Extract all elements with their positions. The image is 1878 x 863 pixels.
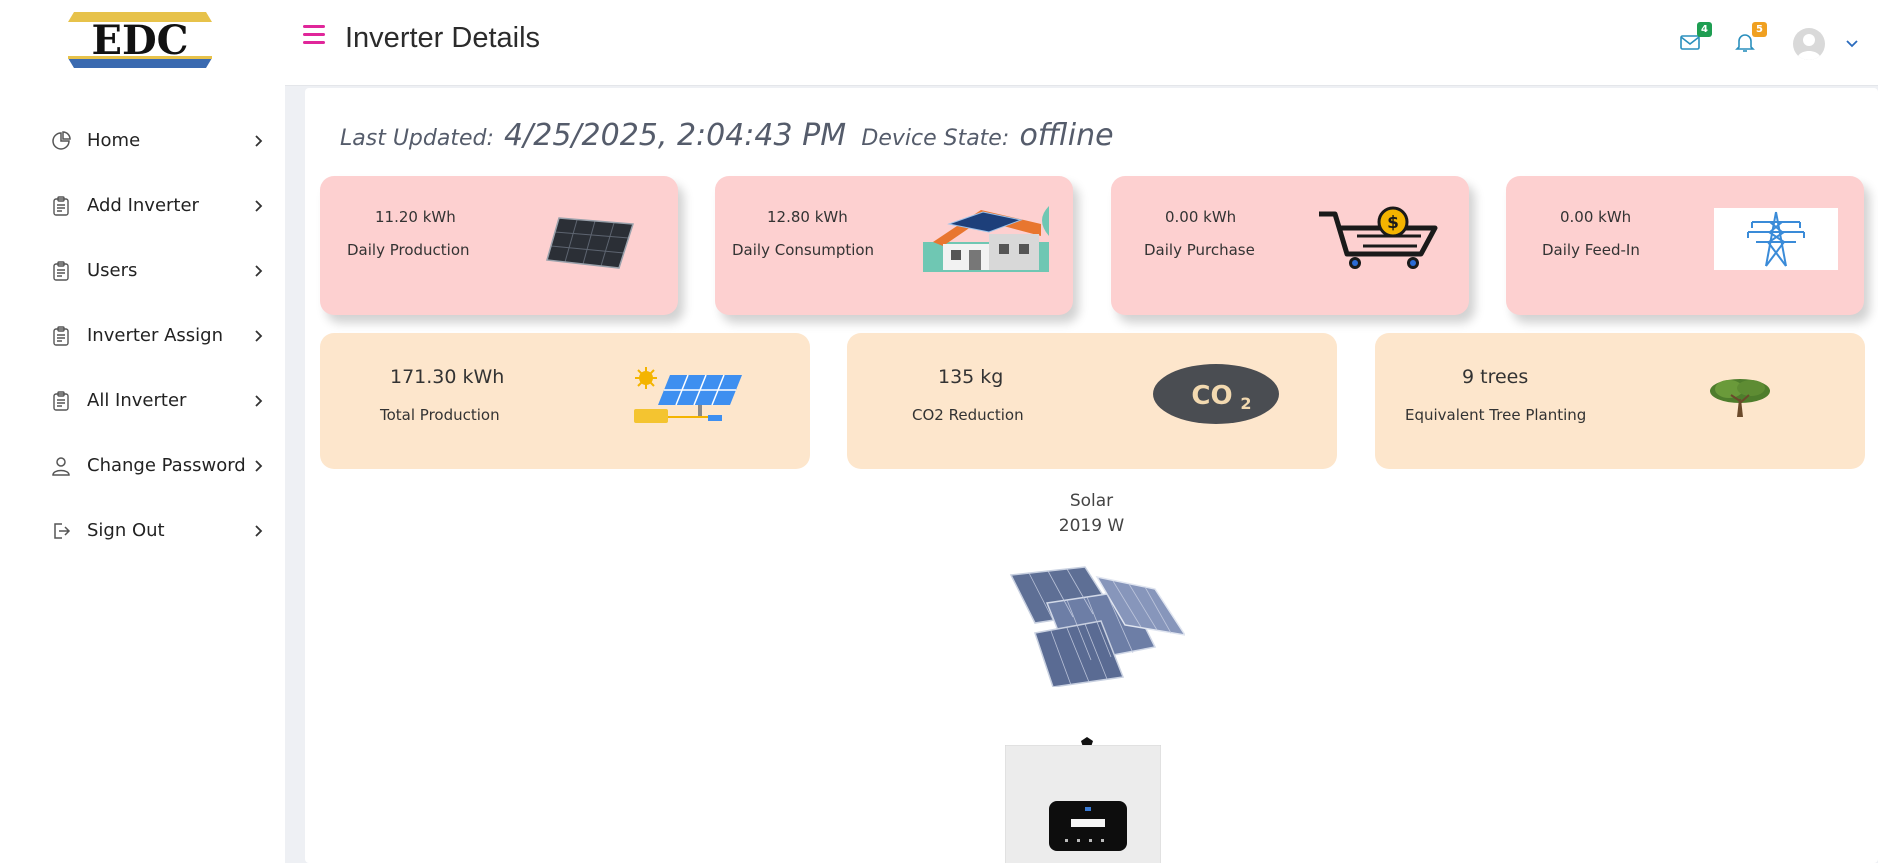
chevron-right-icon: [255, 264, 263, 277]
status-row: Last Updated: 4/25/2025, 2:04:43 PM Devi…: [340, 118, 1114, 153]
tree-planting-card: 9 trees Equivalent Tree Planting: [1375, 333, 1865, 469]
card-value: 12.80 kWh: [767, 208, 848, 226]
sidebar-item-all-inverter[interactable]: All Inverter: [0, 368, 285, 433]
co2-icon: CO 2: [1153, 364, 1279, 424]
solar-power-value: 2019 W: [1058, 516, 1125, 536]
card-label: Daily Consumption: [732, 241, 875, 259]
user-icon: [50, 455, 72, 477]
card-value: 171.30 kWh: [390, 366, 505, 388]
solar-label: Solar: [1069, 491, 1114, 511]
sidebar-item-add-inverter[interactable]: Add Inverter: [0, 173, 285, 238]
card-value: 11.20 kWh: [375, 208, 456, 226]
chevron-right-icon: [255, 199, 263, 212]
svg-text:CO: CO: [1191, 381, 1232, 411]
solar-panel-icon: [546, 217, 635, 269]
svg-text:2: 2: [1240, 394, 1251, 413]
shopping-cart-icon: $: [1319, 206, 1438, 269]
sign-out-icon: [50, 520, 72, 542]
device-state-label: Device State:: [861, 126, 1010, 151]
total-production-card: 171.30 kWh Total Production: [320, 333, 810, 469]
card-value: 135 kg: [938, 366, 1004, 388]
sidebar-item-label: Sign Out: [87, 520, 165, 541]
menu-toggle-button[interactable]: [303, 25, 325, 45]
bell-icon: [1735, 34, 1755, 52]
mail-icon: [1680, 35, 1700, 50]
logo-text: EDC: [91, 17, 188, 64]
clipboard-icon: [50, 390, 72, 412]
messages-button[interactable]: 4: [1678, 22, 1712, 56]
chevron-right-icon: [255, 329, 263, 342]
card-label: Equivalent Tree Planting: [1405, 406, 1587, 424]
sidebar-nav: Home Add Inverter Users Inverter Assign: [0, 108, 285, 563]
card-value: 0.00 kWh: [1560, 208, 1632, 226]
sidebar-item-users[interactable]: Users: [0, 238, 285, 303]
chevron-right-icon: [255, 394, 263, 407]
card-label: Daily Purchase: [1144, 241, 1255, 259]
daily-purchase-card: 0.00 kWh Daily Purchase $: [1111, 176, 1469, 315]
edc-logo[interactable]: EDC: [62, 8, 218, 72]
sidebar-item-label: All Inverter: [87, 390, 187, 411]
chevron-right-icon: [255, 459, 263, 472]
clipboard-icon: [50, 195, 72, 217]
user-avatar[interactable]: [1793, 28, 1825, 60]
sidebar-item-label: Home: [87, 130, 141, 151]
daily-production-card: 11.20 kWh Daily Production: [320, 176, 678, 315]
chevron-down-icon[interactable]: [1845, 36, 1859, 50]
daily-feed-in-card: 0.00 kWh Daily Feed-In: [1506, 176, 1864, 315]
sidebar-item-sign-out[interactable]: Sign Out: [0, 498, 285, 563]
daily-consumption-card: 12.80 kWh Daily Consumption: [715, 176, 1073, 315]
pie-chart-icon: [50, 130, 72, 152]
sidebar-item-label: Add Inverter: [87, 195, 199, 216]
clipboard-icon: [50, 260, 72, 282]
sidebar-item-change-password[interactable]: Change Password: [0, 433, 285, 498]
tree-icon: [1710, 379, 1770, 417]
device-state-value: offline: [1019, 118, 1114, 153]
notifications-button[interactable]: 5: [1733, 22, 1767, 56]
chevron-right-icon: [255, 524, 263, 537]
svg-text:$: $: [1387, 213, 1399, 233]
clipboard-icon: [50, 325, 72, 347]
card-value: 9 trees: [1462, 366, 1529, 388]
bell-badge: 5: [1752, 22, 1767, 37]
sidebar-item-label: Change Password: [87, 455, 246, 476]
main-content: Last Updated: 4/25/2025, 2:04:43 PM Devi…: [305, 88, 1878, 863]
card-label: Daily Production: [347, 241, 470, 259]
solar-house-icon: [923, 206, 1049, 272]
page-title: Inverter Details: [345, 22, 541, 54]
chevron-right-icon: [255, 134, 263, 147]
solar-array-image: [1009, 566, 1185, 687]
sidebar: EDC Home Add Inverter Users: [0, 0, 285, 863]
card-value: 0.00 kWh: [1165, 208, 1237, 226]
last-updated-value: 4/25/2025, 2:04:43 PM: [504, 118, 847, 153]
sidebar-item-home[interactable]: Home: [0, 108, 285, 173]
sidebar-item-inverter-assign[interactable]: Inverter Assign: [0, 303, 285, 368]
topbar: Inverter Details 4 5: [285, 0, 1878, 86]
sidebar-item-label: Inverter Assign: [87, 325, 224, 346]
mail-badge: 4: [1697, 22, 1712, 37]
card-label: Daily Feed-In: [1542, 241, 1640, 259]
card-label: Total Production: [380, 406, 500, 424]
sidebar-item-label: Users: [87, 260, 138, 281]
power-tower-icon: [1714, 208, 1838, 270]
inverter-device-image: [1005, 745, 1161, 863]
last-updated-label: Last Updated:: [340, 126, 494, 151]
card-label: CO2 Reduction: [912, 406, 1024, 424]
solar-plant-icon: [634, 367, 742, 423]
co2-reduction-card: 135 kg CO2 Reduction CO 2: [847, 333, 1337, 469]
